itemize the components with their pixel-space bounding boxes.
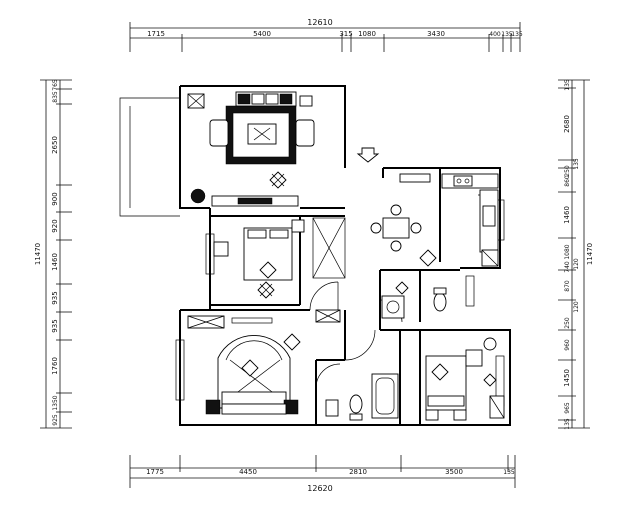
bathroom-fixtures: [325, 281, 447, 421]
left-dim-2: 835: [52, 91, 59, 103]
bottom-dimension-chain: 1775 4450 2810 3500 135 12620: [129, 455, 516, 493]
left-dim-11: 925: [52, 414, 59, 426]
entrance-arrow-icon: [356, 147, 380, 163]
right-dim-10: 870: [564, 280, 571, 292]
left-dim-4: 900: [51, 192, 59, 205]
right-dim-6: 1460: [563, 206, 571, 224]
bottom-dim-1: 1775: [146, 468, 164, 476]
right-dim-8: 120: [573, 258, 580, 270]
top-dim-6: 400: [489, 31, 501, 38]
bottom-overall-dim: 12620: [307, 484, 332, 493]
living-room-furniture: [187, 91, 315, 207]
right-dim-3: 135: [573, 158, 580, 170]
top-dim-2: 5400: [253, 30, 271, 38]
right-dim-2: 2680: [563, 115, 571, 133]
top-dimension-chain: 12610 1715 5400 315 1080 3430 400 135 13…: [129, 18, 523, 52]
left-dim-5: 920: [51, 219, 59, 232]
left-dim-8: 935: [51, 319, 59, 332]
top-dim-5: 3430: [427, 30, 445, 38]
right-dim-9: 740: [564, 261, 571, 273]
top-dim-1: 1715: [147, 30, 165, 38]
bedroom-1-furniture: [213, 219, 305, 299]
bedroom-2-furniture: [425, 337, 505, 421]
bottom-dim-3: 2810: [349, 468, 367, 476]
left-dim-9: 1760: [51, 357, 59, 375]
bottom-dim-5: 135: [503, 469, 515, 476]
doors: [309, 281, 403, 389]
right-dim-15: 965: [564, 402, 571, 414]
left-dim-3: 2650: [51, 136, 59, 154]
left-dim-1: 765: [52, 79, 59, 91]
left-overall-dim: 11470: [34, 243, 42, 265]
right-dim-7: 1080: [564, 244, 571, 259]
right-dimension-chain: 11470 135 2680 135 860 250 1460 1080 120…: [558, 79, 594, 430]
right-dim-4: 860: [564, 175, 571, 187]
top-dim-3: 315: [339, 30, 352, 38]
bottom-dim-4: 3500: [445, 468, 463, 476]
right-dim-1: 135: [564, 79, 571, 91]
right-dim-14: 1450: [563, 369, 571, 387]
bottom-dim-2: 4450: [239, 468, 257, 476]
right-dim-5: 250: [564, 165, 571, 177]
master-bedroom-furniture: [187, 315, 301, 415]
right-dim-12: 120: [573, 301, 580, 313]
right-dim-16: 135: [564, 418, 571, 430]
left-dim-10: 1350: [52, 395, 59, 410]
left-dim-7: 935: [51, 291, 59, 304]
top-dim-7: 135: [501, 31, 513, 38]
left-dim-6: 1460: [51, 253, 59, 271]
right-dim-13: 960: [564, 339, 571, 351]
right-overall-dim: 11470: [586, 243, 594, 265]
walls: [119, 85, 511, 426]
top-overall-dim: 12610: [307, 18, 332, 27]
top-dim-4: 1080: [358, 30, 376, 38]
left-dimension-chain: 11470 765 835 2650 900 920 1460 935 935 …: [34, 79, 72, 429]
top-dim-8: 135: [511, 31, 523, 38]
dining-kitchen-furniture: [370, 173, 499, 267]
right-dim-11: 250: [564, 317, 571, 329]
